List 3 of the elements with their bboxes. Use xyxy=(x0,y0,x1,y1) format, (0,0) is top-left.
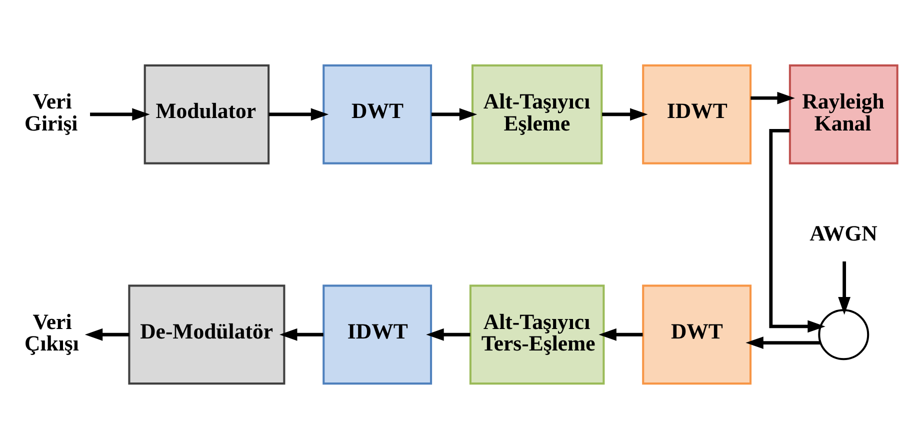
node-text: AWGN xyxy=(810,221,878,246)
node-text: Veri Çıkışı xyxy=(24,309,79,356)
node-text: Veri Girişi xyxy=(24,89,78,135)
